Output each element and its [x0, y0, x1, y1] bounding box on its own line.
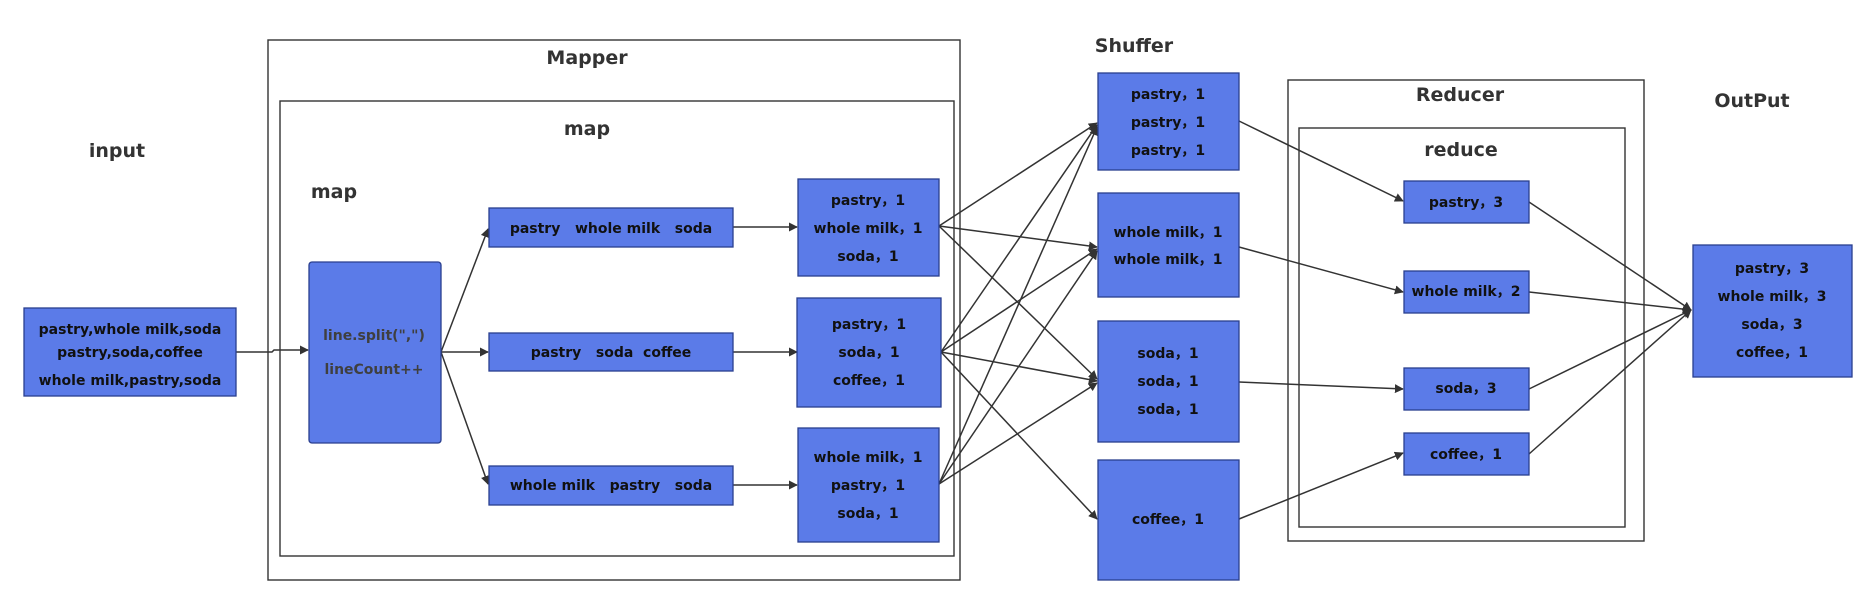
- reduce-output-node-3: soda，3: [1403, 367, 1530, 411]
- edge-reduce2-to-output: [1528, 291, 1692, 314]
- line-node-1: pastry whole milk soda: [488, 207, 734, 248]
- shuffle-item: whole milk，1: [1114, 225, 1223, 241]
- reduce-output-item: pastry，3: [1429, 195, 1503, 211]
- input-line: whole milk,pastry,soda: [39, 373, 222, 389]
- reduce-output-node-4: coffee，1: [1403, 432, 1530, 476]
- input-line: pastry,whole milk,soda: [39, 322, 222, 338]
- edge-map2-to-shuffle1: [940, 124, 1098, 353]
- reduce-frame: [1298, 127, 1626, 528]
- map-output-item: soda，1: [838, 345, 899, 361]
- shuffle-item: pastry，1: [1131, 143, 1205, 159]
- reduce-heading: reduce: [1424, 139, 1498, 161]
- reduce-output-item: whole milk，2: [1412, 284, 1521, 300]
- shuffle-item: pastry，1: [1131, 87, 1205, 103]
- split-node: line.split(",") lineCount++: [308, 261, 442, 444]
- edge-map3-to-shuffle1: [938, 126, 1098, 485]
- edge-shuffle2-to-reduce2: [1238, 246, 1404, 295]
- edge-shuffle4-to-reduce4: [1238, 451, 1404, 520]
- edge-shuffle3-to-reduce3: [1238, 381, 1404, 394]
- shuffle-node-4: coffee，1: [1097, 459, 1240, 581]
- edge-map1-to-shuffle3: [938, 225, 1098, 380]
- map-output-node-1: pastry，1 whole milk，1 soda，1: [797, 178, 940, 277]
- output-item: pastry，3: [1735, 261, 1809, 277]
- shuffle-item: pastry，1: [1131, 115, 1205, 131]
- output-heading: OutPut: [1714, 90, 1789, 112]
- shuffle-item: soda，1: [1137, 346, 1198, 362]
- output-item: coffee，1: [1736, 345, 1808, 361]
- input-heading: input: [89, 140, 145, 162]
- map-output-item: pastry，1: [831, 478, 905, 494]
- map-output-item: pastry，1: [831, 193, 905, 209]
- map-output-item: pastry，1: [832, 317, 906, 333]
- map-output-item: soda，1: [837, 506, 898, 522]
- reduce-output-node-1: pastry，3: [1403, 180, 1530, 224]
- map-output-item: whole milk，1: [814, 221, 923, 237]
- edge-map2-to-shuffle4: [940, 351, 1098, 520]
- reduce-output-item: coffee，1: [1430, 447, 1502, 463]
- map-output-item: soda，1: [837, 249, 898, 265]
- shuffle-item: whole milk，1: [1114, 252, 1223, 268]
- reducer-heading: Reducer: [1416, 84, 1505, 106]
- map-output-item: coffee，1: [833, 373, 905, 389]
- shuffle-item: soda，1: [1137, 402, 1198, 418]
- edge-map1-to-shuffle2: [938, 225, 1098, 251]
- output-item: whole milk，3: [1718, 289, 1827, 305]
- edge-split-to-line3: [440, 351, 490, 485]
- output-item: soda，3: [1741, 317, 1802, 333]
- reduce-output-node-2: whole milk，2: [1403, 270, 1530, 314]
- shuffle-item: soda，1: [1137, 374, 1198, 390]
- map-output-node-3: whole milk，1 pastry，1 soda，1: [797, 427, 940, 543]
- line-node-3: whole milk pastry soda: [488, 465, 734, 506]
- shuffle-item: coffee，1: [1132, 512, 1204, 528]
- edge-reduce4-to-output: [1528, 309, 1692, 455]
- mapper-heading: Mapper: [546, 47, 628, 69]
- output-node: pastry，3 whole milk，3 soda，3 coffee，1: [1692, 244, 1853, 378]
- split-code: line.split(","): [323, 328, 425, 344]
- edge-map2-to-shuffle2: [940, 248, 1098, 353]
- shuffle-node-2: whole milk，1 whole milk，1: [1097, 192, 1240, 298]
- line-text: pastry whole milk soda: [510, 221, 712, 237]
- edge-shuffle1-to-reduce1: [1238, 120, 1404, 202]
- input-node: pastry,whole milk,soda pastry,soda,coffe…: [23, 307, 237, 397]
- map-frame: [279, 100, 955, 557]
- map-output-item: whole milk，1: [814, 450, 923, 466]
- reducer-frame: [1287, 79, 1645, 542]
- line-text: pastry soda coffee: [531, 345, 692, 361]
- edge-map3-to-shuffle2: [938, 250, 1098, 485]
- reduce-output-item: soda，3: [1435, 381, 1496, 397]
- shuffer-heading: Shuffer: [1095, 35, 1174, 57]
- shuffle-node-3: soda，1 soda，1 soda，1: [1097, 320, 1240, 443]
- edge-split-to-line1: [440, 228, 490, 353]
- shuffle-node-1: pastry，1 pastry，1 pastry，1: [1097, 72, 1240, 171]
- input-line: pastry,soda,coffee: [57, 345, 203, 361]
- map-inner-heading: map: [311, 181, 357, 203]
- edge-reduce1-to-output: [1528, 201, 1692, 311]
- map-outer-heading: map: [564, 118, 610, 140]
- map-output-node-2: pastry，1 soda，1 coffee，1: [796, 297, 942, 408]
- edges: [236, 120, 1692, 520]
- edge-input-to-split: [236, 345, 309, 355]
- mapper-frame: [267, 39, 961, 581]
- line-node-2: pastry soda coffee: [488, 332, 734, 372]
- edge-reduce3-to-output: [1528, 309, 1692, 390]
- edge-map1-to-shuffle1: [938, 122, 1098, 227]
- line-text: whole milk pastry soda: [510, 478, 712, 494]
- line-count-code: lineCount++: [324, 362, 423, 378]
- edge-map3-to-shuffle3: [938, 382, 1098, 485]
